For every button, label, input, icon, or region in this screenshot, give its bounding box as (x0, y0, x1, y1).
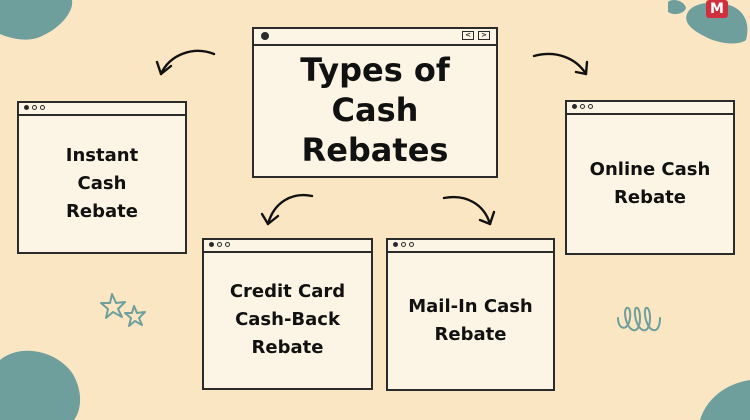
window-dot-icon (572, 104, 577, 109)
window-titlebar (204, 240, 371, 253)
arrow-icon-to-credit-card (260, 193, 314, 226)
branch-credit-card-label: Credit Card Cash-Back Rebate (229, 281, 346, 358)
window-dot-icon (401, 242, 406, 247)
star-doodle-icon (100, 293, 146, 327)
branch-instant-label: Instant Cash Rebate (65, 144, 139, 222)
branch-mail-in-window: Mail-In Cash Rebate (386, 238, 555, 391)
diagram-title: Types of Cash Rebates (300, 51, 450, 169)
window-titlebar (388, 240, 553, 253)
window-dot-icon (261, 32, 269, 40)
window-titlebar (19, 103, 185, 116)
window-dot-icon (32, 105, 37, 110)
blob-top-right (686, 2, 748, 44)
window-titlebar: < > (254, 29, 496, 46)
window-dot-icon (580, 104, 585, 109)
main-title-window: < > Types of Cash Rebates (252, 27, 498, 178)
blob-top-right-small (668, 0, 686, 15)
blob-bottom-right (700, 380, 750, 420)
arrow-icon-to-online (532, 52, 589, 76)
branch-instant-window: Instant Cash Rebate (17, 101, 187, 254)
branch-online-window: Online Cash Rebate (565, 100, 735, 255)
window-dot-icon (225, 242, 230, 247)
arrow-icon-to-instant (155, 49, 216, 76)
window-dot-icon (588, 104, 593, 109)
branch-mail-in-label: Mail-In Cash Rebate (408, 295, 533, 345)
blob-bottom-left (0, 350, 81, 420)
window-dot-icon (409, 242, 414, 247)
arrow-icon-to-mail-in (442, 195, 496, 226)
window-dot-icon (209, 242, 214, 247)
window-dot-icon (24, 105, 29, 110)
branch-credit-card-window: Credit Card Cash-Back Rebate (202, 238, 373, 390)
window-dot-icon (40, 105, 45, 110)
window-dot-icon (393, 242, 398, 247)
window-dot-icon (217, 242, 222, 247)
chevron-right-icon: > (478, 31, 490, 40)
branch-online-label: Online Cash Rebate (589, 158, 711, 208)
brand-logo: M (706, 0, 728, 18)
chevron-left-icon: < (462, 31, 474, 40)
window-titlebar (567, 102, 733, 115)
squiggle-doodle-icon (617, 306, 661, 332)
blob-top-left (0, 0, 73, 40)
window-nav-buttons: < > (462, 31, 490, 40)
